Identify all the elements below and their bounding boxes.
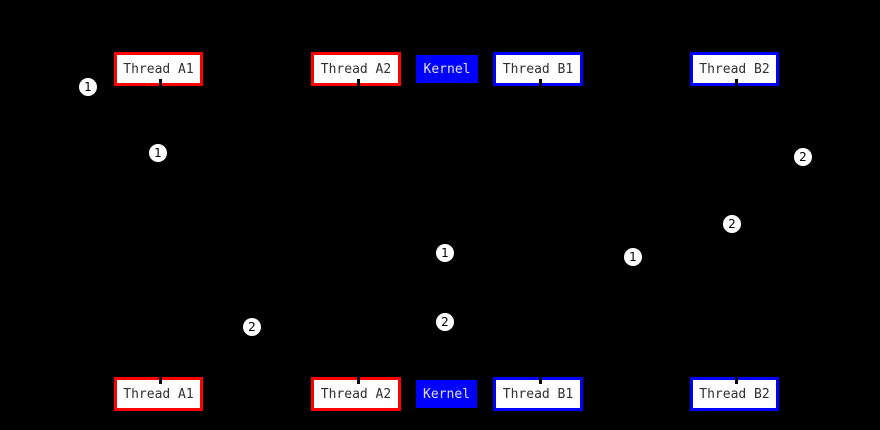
participant-label: Thread B1	[502, 386, 574, 402]
step-marker: 1	[149, 144, 167, 162]
participant-label: Thread A1	[123, 61, 194, 77]
step-marker: 2	[794, 148, 812, 166]
lifeline-notch	[539, 79, 542, 86]
participant-label: Thread A1	[123, 386, 194, 402]
participant-box-thread-a1-bottom: Thread A1	[114, 377, 203, 411]
participant-label: Thread B1	[502, 61, 574, 77]
lifeline-notch	[735, 377, 738, 384]
participant-box-thread-b1-bottom: Thread B1	[493, 377, 583, 411]
step-marker: 2	[436, 313, 454, 331]
participant-box-kernel-top: Kernel	[416, 55, 478, 83]
participant-box-thread-b2-bottom: Thread B2	[690, 377, 779, 411]
lifeline-notch	[539, 377, 542, 384]
lifeline-notch	[159, 79, 162, 86]
participant-box-thread-a2-bottom: Thread A2	[311, 377, 401, 411]
participant-box-thread-b1-top: Thread B1	[493, 52, 583, 86]
participant-box-thread-b2-top: Thread B2	[690, 52, 779, 86]
lifeline-notch	[357, 79, 360, 86]
lifeline-notch	[357, 377, 360, 384]
step-marker: 2	[723, 215, 741, 233]
step-marker: 1	[79, 78, 97, 96]
participant-label: Kernel	[423, 61, 471, 77]
participant-label: Thread A2	[320, 386, 392, 402]
participant-label: Thread B2	[699, 61, 770, 77]
participant-label: Thread A2	[320, 61, 392, 77]
step-marker: 1	[436, 244, 454, 262]
step-marker: 2	[243, 318, 261, 336]
participant-box-thread-a1-top: Thread A1	[114, 52, 203, 86]
participant-box-kernel-bottom: Kernel	[416, 380, 477, 408]
participant-box-thread-a2-top: Thread A2	[311, 52, 401, 86]
lifeline-notch	[159, 377, 162, 384]
step-marker: 1	[624, 248, 642, 266]
participant-label: Kernel	[423, 386, 470, 402]
participant-label: Thread B2	[699, 386, 770, 402]
lifeline-notch	[735, 79, 738, 86]
